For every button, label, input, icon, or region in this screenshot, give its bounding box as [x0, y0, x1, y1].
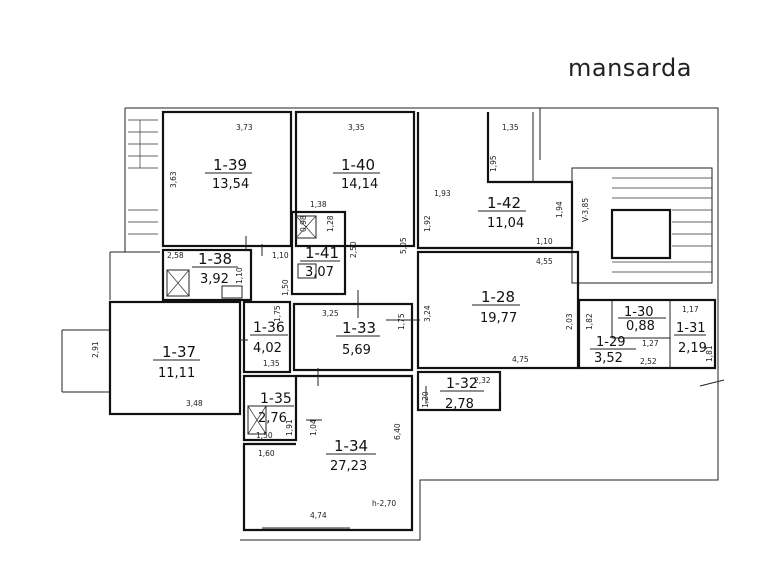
dimension: 1,35 [502, 123, 519, 132]
room-area: 4,02 [253, 341, 282, 356]
room-1-41: 1-41 3,07 [300, 244, 340, 280]
room-id: 1-35 [260, 391, 292, 407]
room-labels: 1-39 13,54 1-40 14,14 1-42 11,04 1-38 3,… [153, 156, 707, 474]
dimension: 3,25 [322, 309, 339, 318]
dimension: 1,92 [423, 215, 432, 232]
room-1-34: 1-34 27,23 [326, 437, 376, 474]
room-1-35: 1-35 2,76 [256, 391, 294, 426]
room-walls [108, 110, 717, 532]
room-area: 14,14 [341, 177, 378, 192]
room-area: 2,78 [445, 397, 474, 412]
dimension: 0,98 [299, 215, 308, 232]
dimension: 1,35 [263, 359, 280, 368]
room-id: 1-40 [341, 156, 375, 174]
room-id: 1-41 [305, 244, 339, 262]
room-area: 27,23 [330, 459, 367, 474]
room-id: 1-37 [162, 343, 196, 361]
room-1-38: 1-38 3,92 [192, 250, 238, 287]
dimension: 1,60 [258, 449, 275, 458]
room-id: 1-28 [481, 288, 515, 306]
room-1-28: 1-28 19,77 [472, 288, 520, 326]
room-id: 1-33 [342, 319, 376, 337]
dimension: 1,38 [310, 200, 327, 209]
room-1-29: 1-29 3,52 [590, 335, 636, 366]
dimension: 1,17 [682, 305, 699, 314]
dimension: 2,91 [91, 341, 100, 358]
room-area: 19,77 [480, 311, 517, 326]
plan-title: mansarda [568, 54, 692, 82]
dimension: 1,20 [421, 391, 430, 408]
dimension: 3,73 [236, 123, 253, 132]
room-id: 1-30 [624, 305, 654, 320]
dimension: 1,04 [309, 419, 318, 436]
room-1-33: 1-33 5,69 [336, 319, 380, 358]
dimension: 1,75 [273, 305, 282, 322]
room-area: 2,76 [258, 411, 287, 426]
room-id: 1-29 [596, 335, 626, 350]
dimension: 1,82 [585, 313, 594, 330]
dimension: 4,75 [512, 355, 529, 364]
room-1-31: 1-31 2,19 [674, 321, 707, 356]
dimension: 2,50 [349, 241, 358, 258]
dimension: 2,58 [167, 251, 184, 260]
dimension: 1,50 [256, 431, 273, 440]
room-area: 5,69 [342, 343, 371, 358]
dimension: 3,24 [423, 305, 432, 322]
room-area: 3,92 [200, 272, 229, 287]
room-id: 1-36 [253, 320, 285, 336]
room-area: 3,52 [594, 351, 623, 366]
room-1-36: 1-36 4,02 [250, 320, 288, 356]
dimension: 1,10 [272, 251, 289, 260]
room-id: 1-38 [198, 250, 232, 268]
room-area: 2,19 [678, 341, 707, 356]
dimension: 2,32 [474, 376, 491, 385]
dimension: 6,40 [393, 423, 402, 440]
room-1-40: 1-40 14,14 [333, 156, 380, 192]
dimension-labels: 3,73 3,35 3,63 1,35 1,95 1,93 1,92 1,94 … [91, 123, 714, 520]
room-id: 1-39 [213, 156, 247, 174]
dimension: 4,55 [536, 257, 553, 266]
room-1-39: 1-39 13,54 [205, 156, 252, 192]
room-area: 11,04 [487, 216, 524, 231]
right-stair [571, 167, 713, 284]
room-id: 1-42 [487, 194, 521, 212]
dimension: 1,50 [281, 279, 290, 296]
dimension: 2,03 [565, 313, 574, 330]
dimension: 1,95 [489, 155, 498, 172]
room-area: 13,54 [212, 177, 249, 192]
dimension: h-2,70 [372, 499, 396, 508]
dimension: 1,10 [235, 267, 244, 284]
dimension: 3,63 [169, 171, 178, 188]
dimension: 3,48 [186, 399, 203, 408]
room-1-42: 1-42 11,04 [478, 194, 526, 231]
room-area: 0,88 [626, 319, 655, 334]
left-stair [128, 119, 158, 235]
dimension: 3,35 [348, 123, 365, 132]
room-area: 3,07 [305, 265, 334, 280]
room-1-30: 1-30 0,88 [618, 305, 666, 334]
dimension: 1,28 [326, 215, 335, 232]
dimension: 1,93 [434, 189, 451, 198]
dimension: 5,05 [399, 237, 408, 254]
dimension: 1,27 [642, 339, 659, 348]
dimension: 1,91 [285, 419, 294, 436]
dimension: 1,81 [705, 345, 714, 362]
room-area: 11,11 [158, 366, 195, 381]
dimension: 1,10 [536, 237, 553, 246]
room-id: 1-34 [334, 437, 368, 455]
room-1-37: 1-37 11,11 [153, 343, 200, 381]
dimension: V-3,85 [581, 198, 590, 222]
dimension: 1,75 [397, 313, 406, 330]
room-id: 1-32 [446, 376, 478, 392]
room-1-32: 1-32 2,78 [440, 376, 484, 412]
openings [240, 236, 725, 529]
building-outline [61, 107, 719, 541]
room-id: 1-31 [676, 321, 706, 336]
dimension: 2,52 [640, 357, 657, 366]
dimension: 1,94 [555, 201, 564, 218]
dimension: 4,74 [310, 511, 327, 520]
